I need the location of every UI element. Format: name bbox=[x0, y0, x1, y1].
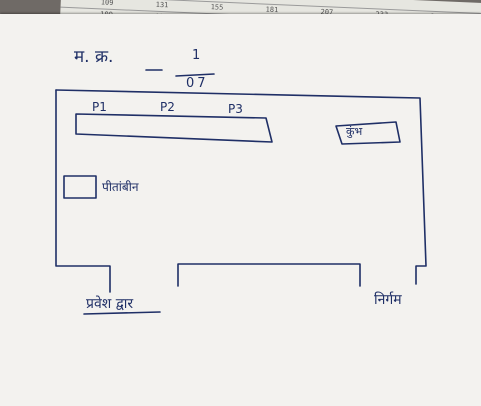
exit-label: निर्गम bbox=[374, 292, 402, 308]
header-label: म. क्र. bbox=[74, 47, 114, 67]
room-outline bbox=[55, 89, 111, 293]
table-cell: 155 bbox=[210, 3, 224, 12]
room-bottom-wall-middle bbox=[177, 263, 361, 287]
table-cell: 109 bbox=[100, 0, 114, 7]
room-top-wall bbox=[55, 89, 427, 285]
entrance-underline bbox=[83, 311, 161, 315]
left-box-label: पीतांबीन bbox=[102, 180, 139, 194]
pillar-label-1: P1 bbox=[92, 100, 107, 114]
right-box-label: कुंभ bbox=[346, 125, 363, 138]
header-denominator: 07 bbox=[186, 76, 209, 91]
pillar-label-3: P3 bbox=[228, 102, 243, 116]
pillar-label-2: P2 bbox=[160, 100, 175, 114]
table-cell: 181 bbox=[265, 5, 279, 15]
table-cell: 131 bbox=[155, 0, 169, 10]
header-number: 1 bbox=[192, 48, 201, 63]
floor-plan-sketch bbox=[55, 69, 427, 315]
right-box bbox=[335, 121, 401, 145]
fraction-bar bbox=[175, 73, 215, 77]
handwritten-note-paper: म. क्र. 1 07 P1 P2 P3 कुंभ पीतांबीन प्रव… bbox=[0, 14, 481, 406]
left-box bbox=[63, 175, 97, 199]
entrance-label: प्रवेश द्वार bbox=[86, 296, 134, 312]
pillar-bench bbox=[75, 113, 273, 143]
